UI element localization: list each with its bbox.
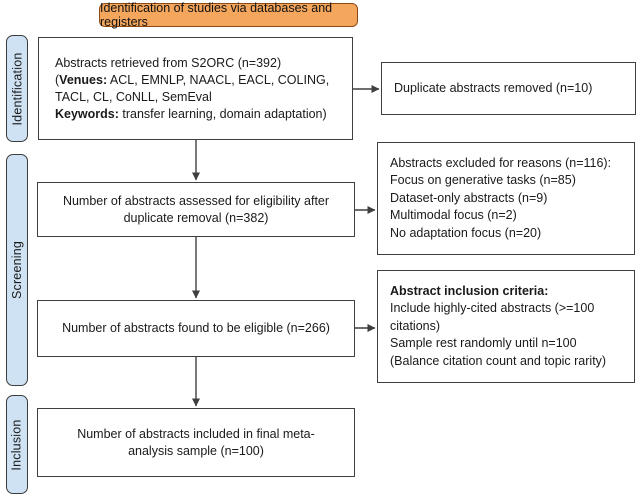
flow-box1-line1: Abstracts retrieved from S2ORC (n=392) — [55, 55, 282, 70]
stage-screening-label: Screening — [10, 240, 24, 300]
stage-inclusion: Inclusion — [6, 395, 28, 494]
diagram-title: Identification of studies via databases … — [100, 1, 333, 29]
flow-box-final-sample: Number of abstracts included in final me… — [37, 408, 355, 477]
side-box2-line: Focus on generative tasks (n=85) — [390, 173, 576, 188]
stage-identification-label: Identification — [10, 52, 25, 125]
flow-box-assessed-eligibility: Number of abstracts assessed for eligibi… — [37, 182, 355, 237]
flow-box1-line3: TACL, CL, CoNLL, SemEval — [55, 89, 212, 104]
side-box2-line: Dataset-only abstracts (n=9) — [390, 190, 548, 205]
side-box-excluded-reasons: Abstracts excluded for reasons (n=116): … — [377, 142, 635, 255]
flow-box2-text: Number of abstracts assessed for eligibi… — [62, 193, 330, 225]
stage-inclusion-label: Inclusion — [10, 418, 25, 471]
side-box3-line: Include highly-cited abstracts (>=100 — [390, 301, 595, 316]
side-box2-line: Multimodal focus (n=2) — [390, 208, 517, 223]
flow-box1-line2: (Venues: ACL, EMNLP, NAACL, EACL, COLING… — [55, 72, 330, 87]
stage-identification: Identification — [6, 35, 28, 142]
side-box3-line: Sample rest randomly until n=100 — [390, 336, 577, 351]
stage-screening: Screening — [6, 154, 28, 386]
flow-box3-text: Number of abstracts found to be eligible… — [62, 321, 330, 335]
side-box2-line: No adaptation focus (n=20) — [390, 225, 542, 240]
flow-box1-line4: Keywords: transfer learning, domain adap… — [55, 106, 327, 121]
side-box3-line: (Balance citation count and topic rarity… — [390, 353, 607, 368]
side-box1-text: Duplicate abstracts removed (n=10) — [394, 80, 593, 95]
side-box3-line: citations) — [390, 318, 441, 333]
diagram-title-banner: Identification of studies via databases … — [99, 1, 358, 29]
flow-box-found-eligible: Number of abstracts found to be eligible… — [37, 300, 355, 357]
side-box-duplicates-removed: Duplicate abstracts removed (n=10) — [381, 62, 636, 115]
side-box3-title: Abstract inclusion criteria: — [390, 283, 549, 298]
flow-box-abstracts-retrieved: Abstracts retrieved from S2ORC (n=392) (… — [38, 37, 353, 140]
side-box-inclusion-criteria: Abstract inclusion criteria: Include hig… — [377, 270, 635, 383]
flow-box4-text: Number of abstracts included in final me… — [77, 426, 315, 458]
side-box2-line: Abstracts excluded for reasons (n=116): — [390, 155, 612, 170]
